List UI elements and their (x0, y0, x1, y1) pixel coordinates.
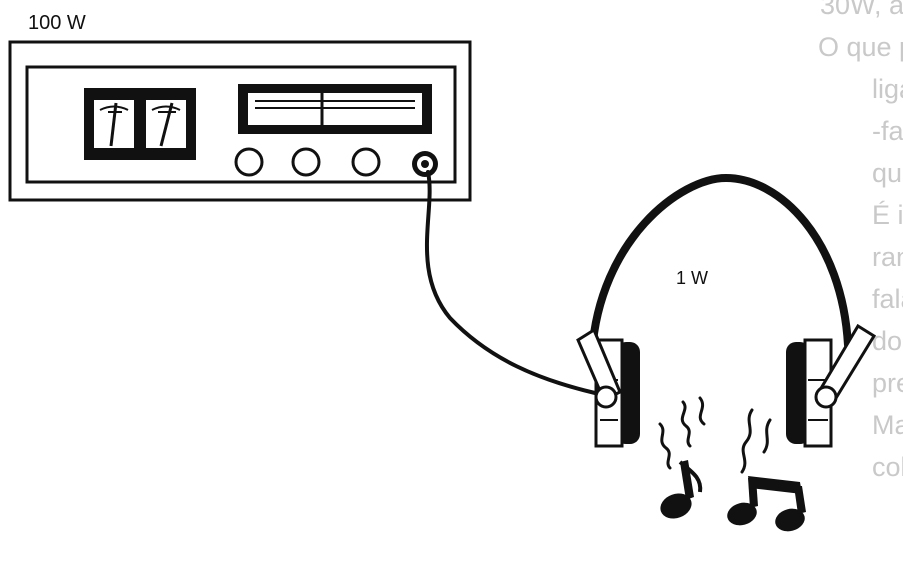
music-notes (660, 460, 806, 532)
output-jack (412, 151, 438, 177)
knob-1 (234, 147, 264, 177)
background-text-line: ligarmos um amplificador de 100 W a um a… (872, 74, 903, 104)
background-text-line: O que pode acontecer de ruim é que, se (818, 32, 903, 62)
background-text-line: 30W, ainda referindo-se ao som (820, 0, 903, 20)
amplifier-power-label: 100 W (28, 12, 86, 34)
background-text-line: dor pode fornecer, mas de modo algum ele (872, 326, 903, 356)
knob-2 (291, 147, 321, 177)
music-note-double (727, 476, 806, 532)
tuner-display (238, 84, 432, 134)
amplifier: 100 W (8, 12, 472, 202)
background-text-line: colocado na caixa, é ao fazer sua ligaçã… (872, 452, 903, 482)
background-text: 30W, ainda referindo-se ao som O que pod… (818, 0, 903, 482)
background-text-line: queimará. (872, 158, 903, 188)
vu-needle-right (159, 102, 174, 147)
background-text-line: precisa ser tão grande. (872, 368, 903, 398)
background-text-line: falante em função daquilo que o amplific… (872, 284, 903, 314)
background-text-line: -falante que suporta apenas 60 W, ele (872, 116, 903, 146)
vu-meters (84, 88, 196, 160)
knob-3 (351, 147, 381, 177)
vu-needle-left (109, 102, 118, 147)
earcup-left (576, 327, 640, 448)
earcup-right (786, 323, 877, 448)
headphone-cable (424, 170, 597, 395)
music-note-single (660, 460, 703, 519)
background-text-line: rança na escolha da potência de um alto- (872, 242, 903, 272)
background-text-line: Mas, uma vez adquirido o alto-falante e (872, 410, 903, 440)
headband (588, 173, 852, 356)
background-text-line: É importante dar uma margem de segu- (872, 200, 903, 230)
headphone-power-label: 1 W (676, 268, 708, 288)
headphones: 1 W (576, 173, 877, 448)
sound-waves (658, 396, 772, 474)
